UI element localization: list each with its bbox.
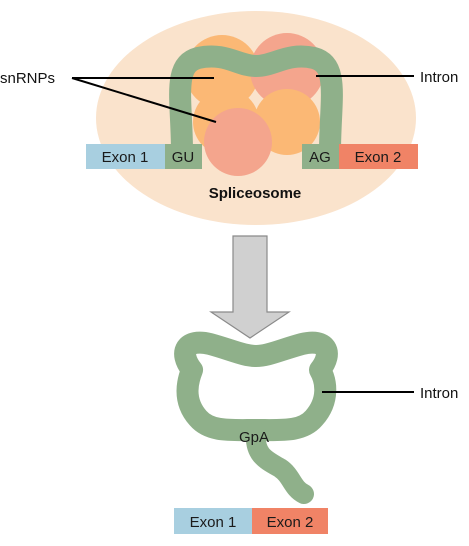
ag-site-box	[302, 144, 339, 169]
gu-label: GU	[172, 149, 195, 166]
exon2-label-top: Exon 2	[355, 149, 402, 166]
exon1-box-bottom	[174, 508, 252, 534]
exon2-label-bottom: Exon 2	[267, 514, 314, 531]
gpa-label: GpA	[239, 429, 269, 446]
intron-label-top: Intron	[420, 69, 458, 86]
spliceosome-stage: Exon 1 GU AG Exon 2 Spliceosome snRNPs I…	[0, 11, 458, 225]
intron-lariat-loop	[174, 331, 338, 442]
snrnp-particle	[204, 108, 272, 176]
gu-site-box	[165, 144, 202, 169]
ag-label: AG	[309, 149, 331, 166]
lariat-stage: GpA Intron Exon 1 Exon 2	[174, 331, 458, 534]
snrnps-label: snRNPs	[0, 70, 55, 87]
intron-label-bottom: Intron	[420, 385, 458, 402]
snrnps-leader-line-2	[71, 77, 217, 123]
exon1-label-top: Exon 1	[102, 149, 149, 166]
spliceosome-label: Spliceosome	[209, 185, 302, 202]
exon2-box-bottom	[252, 508, 328, 534]
process-arrow	[209, 235, 291, 339]
intron-lariat-tail	[245, 422, 314, 504]
exon1-label-bottom: Exon 1	[190, 514, 237, 531]
exon1-box-top	[86, 144, 165, 169]
exon2-box-top	[339, 144, 418, 169]
